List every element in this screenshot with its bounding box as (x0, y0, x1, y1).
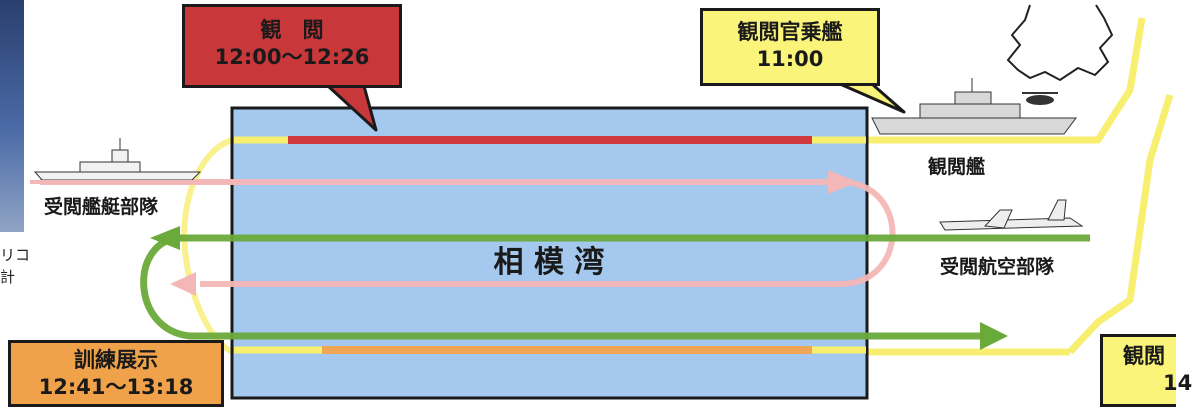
reviewing-officer-callout: 観閲官乗艦 11:00 (700, 8, 880, 86)
reviewed-fleet-label: 受閲艦艇部隊 (44, 196, 159, 218)
training-callout: 訓練展示 12:41～13:18 (8, 340, 224, 407)
bottom-right-callout-time: 14 (1163, 371, 1192, 396)
bay-label: 相 模 湾 (494, 245, 605, 280)
green-arrow-right (980, 322, 1008, 350)
reviewed-air-label: 受閲航空部隊 (940, 256, 1055, 278)
review-ship-label: 観閲艦 (928, 156, 986, 178)
pink-arrow-right (828, 170, 858, 194)
helicopter-icon (1022, 92, 1058, 105)
yellow-route-left (181, 137, 234, 355)
coastline (1006, 4, 1114, 82)
pink-arrow-left (170, 272, 196, 296)
bottom-right-callout: 観閲 14 (1100, 334, 1192, 407)
review-callout: 観 閲 12:00～12:26 (182, 4, 402, 88)
left-edge-photo (0, 0, 24, 232)
aircraft-icon (939, 199, 1084, 231)
bottom-right-callout-title: 観閲 (1123, 344, 1165, 368)
reviewing-officer-callout-time: 11:00 (756, 47, 824, 72)
ship-icon-review (871, 78, 1077, 135)
green-arrow-left (150, 226, 180, 250)
training-callout-title: 訓練展示 (74, 348, 158, 372)
yellow-route-right (1067, 93, 1174, 355)
reviewing-officer-callout-title: 観閲官乗艦 (737, 20, 843, 44)
review-callout-time: 12:00～12:26 (214, 45, 370, 70)
training-callout-time: 12:41～13:18 (38, 375, 194, 400)
edge-text-bottom: 計 (0, 268, 16, 286)
edge-text-top: リコ (0, 246, 31, 264)
ship-icon-left (33, 138, 202, 181)
review-callout-title: 観 閲 (260, 18, 324, 42)
pink-route (40, 179, 896, 287)
